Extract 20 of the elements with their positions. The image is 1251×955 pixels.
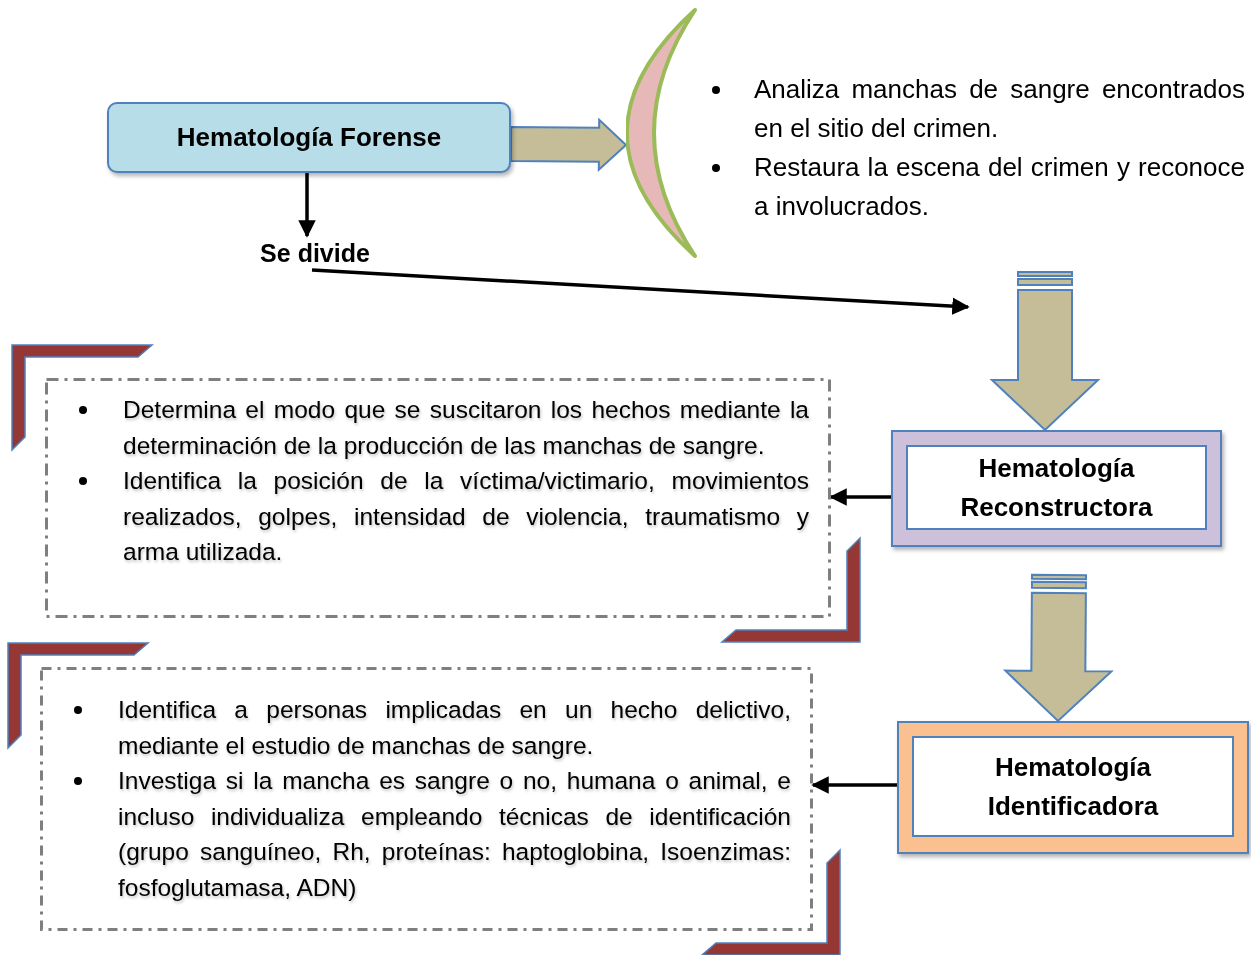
bullet-text: Identifica la posición de la víctima/victimario, movimientos realizados, golpes, intensidad de violencia, traumatismo y arma utilizada. <box>123 466 809 567</box>
box-title: Hematología Reconstructora <box>906 445 1207 530</box>
box-title: Hematología Identificadora <box>912 736 1234 837</box>
arrow <box>311 268 970 315</box>
process-box <box>897 721 1249 854</box>
box-title: Hematología Forense <box>176 122 442 153</box>
bullet-text: Investiga si la mancha es sangre o no, humana o animal, e incluso individualiza empleando técnicas de identificación (grupo sanguíneo, Rh, proteínas: haptoglobina, Isoenzimas: fosfoglutamasa, ADN) <box>118 766 791 903</box>
process-box <box>891 430 1222 547</box>
label-text: Se divide <box>240 236 390 270</box>
block-arrow <box>989 271 1101 432</box>
block-arrow <box>1002 573 1114 723</box>
arrow <box>811 776 897 794</box>
process-box <box>107 102 511 173</box>
arrow <box>829 488 891 506</box>
bullet-text: Identifica a personas implicadas en un hecho delictivo, mediante el estudio de manchas de sangre. <box>118 695 791 761</box>
arrow <box>298 173 316 238</box>
bullet-text: Determina el modo que se suscitaron los hechos mediante la determinación de la producción de las manchas de sangre. <box>123 395 809 461</box>
block-arrow <box>509 117 628 173</box>
bullet-text: Restaura la escena del crimen y reconoce a involucrados. <box>754 151 1245 223</box>
bullet-text: Analiza manchas de sangre encontrados en el sitio del crimen. <box>754 73 1245 145</box>
